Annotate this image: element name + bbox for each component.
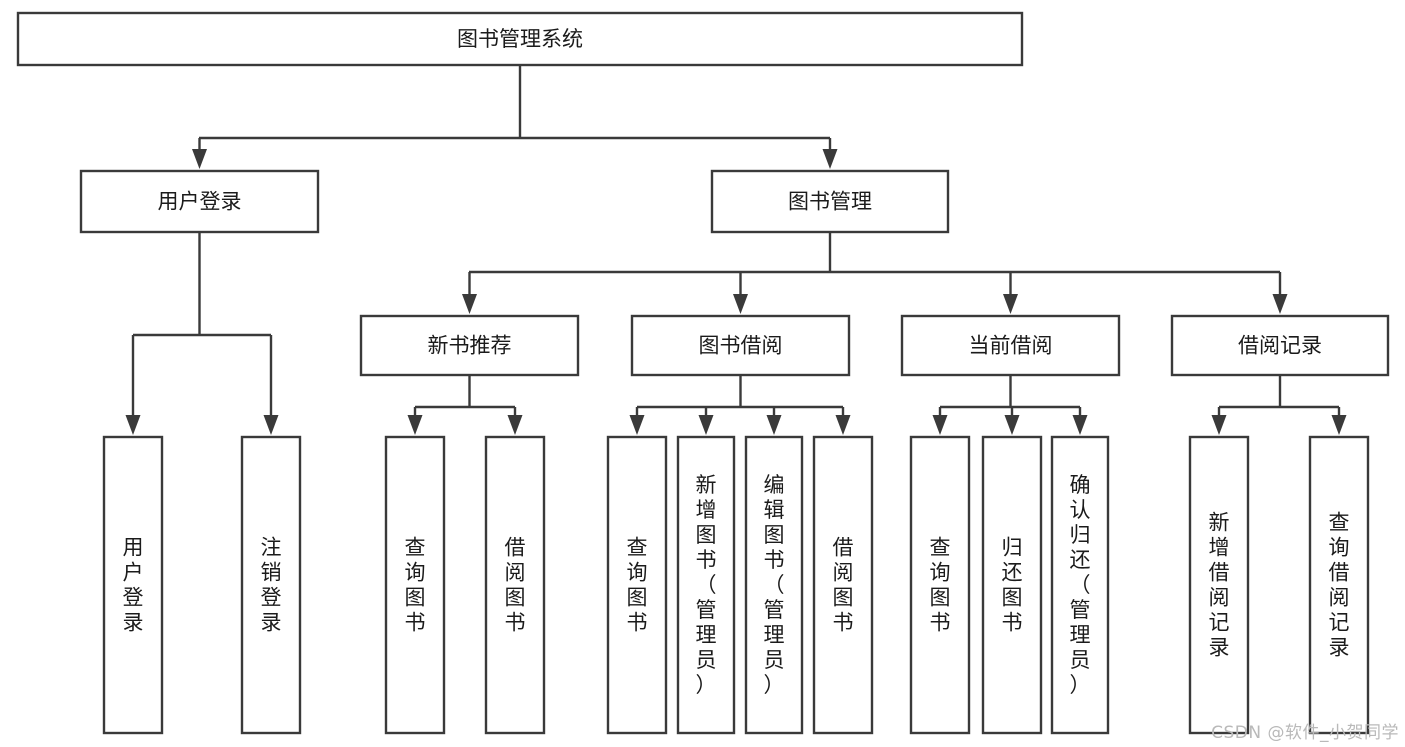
- node-newrec[interactable]: 新书推荐: [359, 314, 580, 377]
- arrow-head-icon: [733, 294, 748, 314]
- node-box[interactable]: [79, 169, 320, 234]
- node-box[interactable]: [710, 169, 950, 234]
- node-label: 图书管理: [788, 190, 872, 214]
- node-label: 用户登录: [123, 536, 144, 635]
- node-box[interactable]: [359, 314, 580, 377]
- node-label: 借阅图书: [505, 536, 526, 635]
- arrow-head-icon: [263, 415, 279, 435]
- node-label: 查询借阅记录: [1329, 511, 1350, 660]
- arrow-head-icon: [1004, 415, 1020, 435]
- node-login[interactable]: 用户登录: [79, 169, 320, 234]
- node-label: 查询图书: [627, 536, 648, 635]
- arrow-head-icon: [125, 415, 141, 435]
- node-current[interactable]: 当前借阅: [900, 314, 1121, 377]
- node-label: 借阅记录: [1238, 334, 1322, 358]
- arrow-head-icon: [462, 294, 477, 314]
- arrow-head-icon: [629, 415, 645, 435]
- node-box[interactable]: [102, 435, 164, 735]
- node-label: 编辑图书（管理员）: [764, 473, 785, 697]
- node-label: 新增图书（管理员）: [696, 473, 717, 697]
- node-box[interactable]: [909, 435, 971, 735]
- arrow-head-icon: [1272, 294, 1288, 314]
- node-bookmgr[interactable]: 图书管理: [710, 169, 950, 234]
- node-box[interactable]: [1050, 435, 1110, 735]
- node-label: 新书推荐: [428, 334, 512, 358]
- node-box[interactable]: [676, 435, 736, 735]
- node-layer: 图书管理系统用户登录图书管理新书推荐图书借阅当前借阅借阅记录用户登录注销登录查询…: [16, 11, 1390, 735]
- arrow-head-icon: [192, 149, 207, 169]
- node-box[interactable]: [1308, 435, 1370, 735]
- arrow-head-icon: [822, 149, 838, 169]
- node-label: 图书借阅: [699, 334, 783, 358]
- node-l1[interactable]: 用户登录: [102, 435, 164, 735]
- node-label: 新增借阅记录: [1209, 511, 1230, 660]
- node-box[interactable]: [900, 314, 1121, 377]
- node-box[interactable]: [384, 435, 446, 735]
- node-root[interactable]: 图书管理系统: [16, 11, 1024, 67]
- node-label: 归还图书: [1002, 536, 1023, 635]
- node-label: 当前借阅: [969, 334, 1053, 358]
- node-box[interactable]: [240, 435, 302, 735]
- node-box[interactable]: [1170, 314, 1390, 377]
- node-l4[interactable]: 借阅图书: [484, 435, 546, 735]
- node-borrow[interactable]: 图书借阅: [630, 314, 851, 377]
- node-label: 查询图书: [930, 536, 951, 635]
- node-l9[interactable]: 查询图书: [909, 435, 971, 735]
- arrow-head-icon: [407, 415, 423, 435]
- node-label: 用户登录: [158, 190, 242, 214]
- node-l8[interactable]: 借阅图书: [812, 435, 874, 735]
- arrow-head-icon: [698, 415, 714, 435]
- node-l3[interactable]: 查询图书: [384, 435, 446, 735]
- node-label: 确认归还（管理员）: [1070, 473, 1091, 697]
- node-box[interactable]: [812, 435, 874, 735]
- node-l11[interactable]: 确认归还（管理员）: [1050, 435, 1110, 735]
- node-box[interactable]: [1188, 435, 1250, 735]
- node-l5[interactable]: 查询图书: [606, 435, 668, 735]
- node-box[interactable]: [630, 314, 851, 377]
- arrow-head-icon: [766, 415, 782, 435]
- arrow-head-icon: [1003, 294, 1018, 314]
- arrow-head-icon: [1072, 415, 1088, 435]
- node-records[interactable]: 借阅记录: [1170, 314, 1390, 377]
- node-box[interactable]: [981, 435, 1043, 735]
- node-label: 查询图书: [405, 536, 426, 635]
- node-box[interactable]: [606, 435, 668, 735]
- arrow-head-icon: [507, 415, 523, 435]
- node-label: 注销登录: [261, 536, 282, 635]
- node-l12[interactable]: 新增借阅记录: [1188, 435, 1250, 735]
- node-box[interactable]: [484, 435, 546, 735]
- connector-layer: [125, 65, 1347, 435]
- node-label: 图书管理系统: [457, 27, 583, 51]
- node-box[interactable]: [16, 11, 1024, 67]
- node-l6[interactable]: 新增图书（管理员）: [676, 435, 736, 735]
- node-box[interactable]: [744, 435, 804, 735]
- arrow-head-icon: [1211, 415, 1227, 435]
- arrow-head-icon: [932, 415, 948, 435]
- arrow-head-icon: [1331, 415, 1347, 435]
- node-l13[interactable]: 查询借阅记录: [1308, 435, 1370, 735]
- node-label: 借阅图书: [833, 536, 854, 635]
- arrow-head-icon: [835, 415, 851, 435]
- node-l10[interactable]: 归还图书: [981, 435, 1043, 735]
- node-l2[interactable]: 注销登录: [240, 435, 302, 735]
- node-l7[interactable]: 编辑图书（管理员）: [744, 435, 804, 735]
